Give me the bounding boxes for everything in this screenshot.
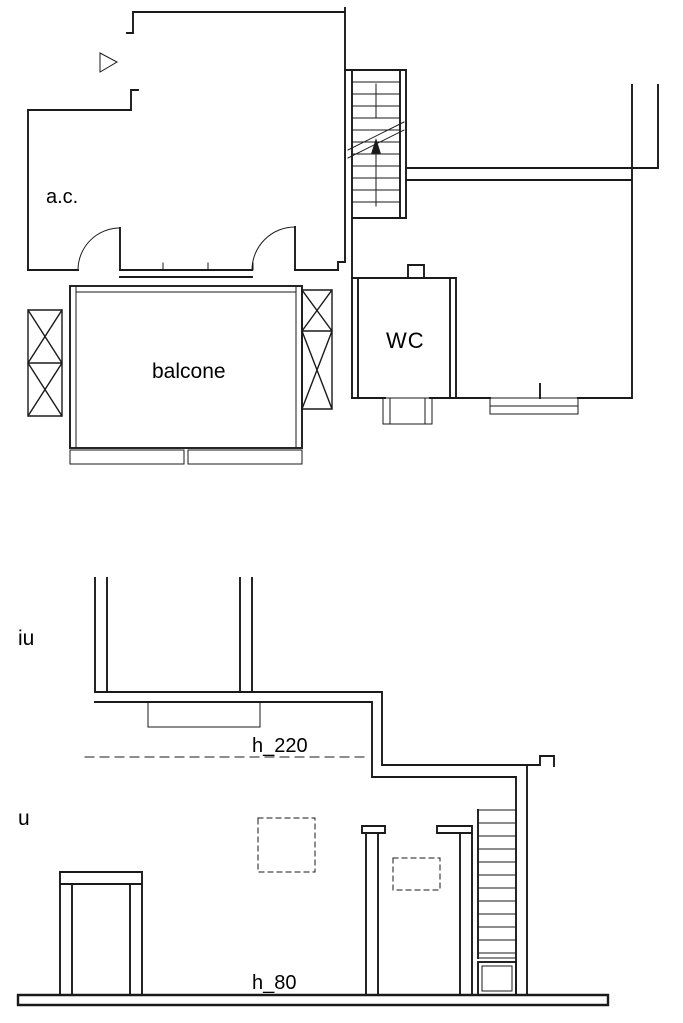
lower-stair-treads (477, 809, 517, 959)
stair-arrow-head-icon (371, 138, 381, 154)
lower-floor-plan: iu u h_220 h_80 (16, 577, 610, 1007)
label-h220: h_220 (252, 735, 308, 757)
upper-perimeter-walls (27, 7, 659, 399)
balcony-railing-right (187, 449, 303, 465)
upper-floor-plan: a.c. balcone WC (27, 7, 659, 465)
door-leaves (119, 226, 296, 271)
label-balcone: balcone (152, 360, 226, 383)
door-swing-arcs (77, 226, 296, 271)
triangle-marker-icon (99, 52, 119, 73)
balcony-railing-left (69, 449, 185, 465)
upper-stair-walls (344, 69, 407, 279)
label-iu: iu (18, 627, 34, 650)
dashed-square-large (257, 817, 316, 873)
balcony-top-wall (27, 269, 339, 278)
bottom-wall (16, 993, 610, 1007)
window-sill-left (382, 397, 433, 425)
left-door-structure (59, 871, 143, 996)
balcony-inner-lines (75, 285, 297, 449)
partition-walls (361, 825, 473, 996)
stair-base-box-inner (481, 965, 513, 992)
window-jamb-ticks (162, 262, 254, 271)
label-u: u (18, 807, 30, 830)
lower-main-walls (94, 577, 555, 996)
window-sill-right (489, 397, 579, 415)
label-wc: WC (386, 328, 425, 353)
label-ac: a.c. (46, 186, 78, 208)
hatched-pillars (27, 289, 333, 417)
stair-base-box (477, 961, 517, 996)
dashed-square-small (392, 857, 441, 891)
niche-outline (147, 701, 261, 728)
wc-room-walls (351, 264, 457, 399)
label-h80: h_80 (252, 972, 297, 994)
